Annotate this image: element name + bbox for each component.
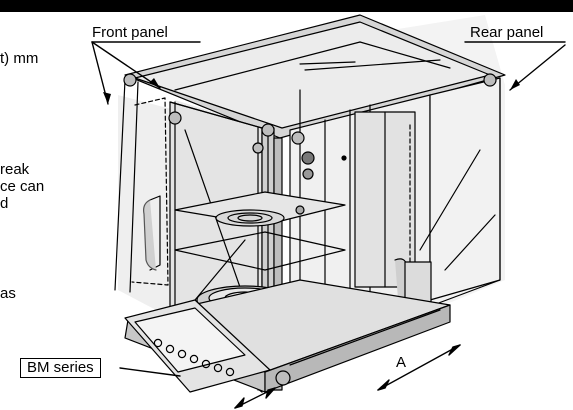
feet xyxy=(123,73,497,386)
body-text-line-1: t) mm xyxy=(0,50,39,67)
bm-series-leader xyxy=(119,367,181,377)
display-panel xyxy=(124,299,271,393)
dimension-arrow-a xyxy=(377,344,461,391)
bm-series-label: BM series xyxy=(20,358,101,378)
body-text-line-5: as xyxy=(0,285,16,302)
left-side-panel xyxy=(114,79,169,293)
top-frame xyxy=(124,14,506,139)
body-text-line-3: ce can xyxy=(0,178,45,195)
front-panel-leader-right xyxy=(91,41,161,89)
callout-leaders xyxy=(91,41,566,377)
dimension-arrow-b xyxy=(234,387,276,409)
header-bar xyxy=(0,0,573,12)
rear-panel-arrowhead xyxy=(510,79,520,90)
body-text-line-4: d xyxy=(0,195,9,212)
body-text-line-2: reak xyxy=(0,161,30,178)
rear-panel-label: Rear panel xyxy=(470,24,544,41)
front-panel-arrowhead-right xyxy=(149,78,160,88)
front-panel-label: Front panel xyxy=(92,24,168,41)
front-panel-arrowhead-left xyxy=(103,92,111,104)
rear-panel-leader xyxy=(509,44,566,91)
dimension-a-label: A xyxy=(396,354,407,371)
